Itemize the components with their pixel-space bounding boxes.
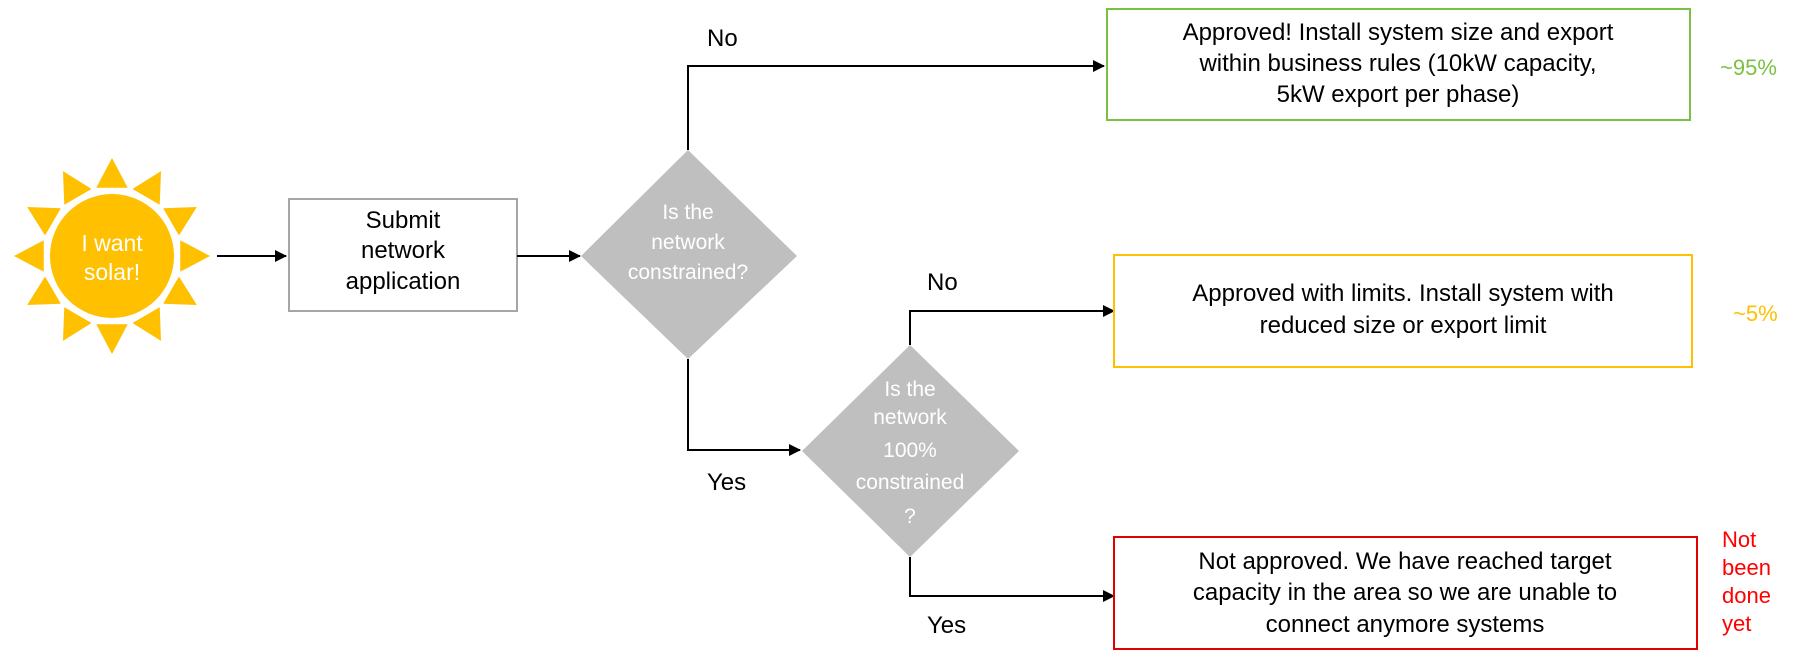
- sun-ray: [163, 207, 197, 236]
- submit-application-box: Submit network application: [288, 198, 518, 312]
- sun-ray: [63, 171, 92, 205]
- outcome-rejected-line-1: Not approved. We have reached target: [1198, 548, 1611, 575]
- decision-1-yes-label: Yes: [707, 469, 746, 496]
- rejected-note-line-3: done: [1722, 583, 1771, 608]
- sun-ray: [132, 307, 161, 341]
- rejected-note-line-1: Not: [1722, 527, 1756, 552]
- outcome-approved-line-3: 5kW export per phase): [1277, 81, 1520, 108]
- outcome-limited-line-1: Approved with limits. Install system wit…: [1192, 280, 1613, 307]
- sun-ray: [180, 240, 210, 272]
- sun-core: [50, 194, 174, 318]
- sun-ray: [14, 240, 44, 272]
- arrow-decision-2-no: [909, 305, 1115, 345]
- approved-percentage-note: ~95%: [1720, 55, 1777, 80]
- sun-ray: [63, 307, 92, 341]
- sun-ray: [163, 276, 197, 305]
- decision-1-diamond: [581, 150, 797, 359]
- limited-percentage-note: ~5%: [1733, 301, 1778, 326]
- sun-icon: I want solar!: [14, 158, 210, 354]
- decision-1-no-label: No: [707, 25, 738, 52]
- submit-box-line-2: network: [361, 237, 446, 264]
- outcome-rejected-line-2: capacity in the area so we are unable to: [1193, 579, 1617, 606]
- submit-application-box-border: [288, 198, 518, 312]
- decision-2-line-3: 100%: [883, 439, 937, 462]
- sun-ray: [96, 324, 128, 354]
- decision-2-diamond: [802, 345, 1019, 557]
- decision-2-no-label: No: [927, 269, 958, 296]
- outcome-limited-border: [1113, 254, 1693, 368]
- outcome-rejected-line-3: connect anymore systems: [1266, 611, 1545, 638]
- sun-text-line-1: I want: [81, 230, 143, 256]
- outcome-approved-line-2: within business rules (10kW capacity,: [1198, 50, 1596, 77]
- outcome-limited-line-2: reduced size or export limit: [1260, 312, 1547, 339]
- sun-ray: [27, 276, 61, 305]
- sun-ray: [132, 171, 161, 205]
- decision-1-line-3: constrained?: [628, 261, 748, 284]
- decision-network-100-constrained: Is the network 100% constrained ?: [802, 345, 1019, 557]
- outcome-rejected-border: [1113, 536, 1698, 650]
- decision-2-line-2: network: [873, 406, 947, 429]
- sun-ray: [27, 207, 61, 236]
- decision-1-line-2: network: [651, 231, 725, 254]
- outcome-approved-line-1: Approved! Install system size and export: [1183, 19, 1614, 46]
- submit-box-line-3: application: [346, 268, 461, 295]
- rejected-status-note: Not been done yet: [1722, 527, 1771, 636]
- arrow-decision-1-yes: [687, 359, 801, 456]
- outcome-approved-box: Approved! Install system size and export…: [1106, 8, 1691, 121]
- decision-2-yes-label: Yes: [927, 612, 966, 639]
- outcome-approved-border: [1106, 8, 1691, 121]
- sun-rays: [14, 158, 210, 354]
- submit-box-line-1: Submit: [366, 207, 441, 234]
- sun-text-line-2: solar!: [84, 259, 140, 285]
- decision-1-line-1: Is the: [662, 201, 713, 224]
- decision-2-line-5: ?: [904, 505, 916, 528]
- sun-ray: [96, 158, 128, 188]
- arrow-decision-2-yes: [909, 557, 1115, 602]
- rejected-note-line-4: yet: [1722, 611, 1751, 636]
- outcome-limited-box: Approved with limits. Install system wit…: [1113, 254, 1693, 368]
- rejected-note-line-2: been: [1722, 555, 1771, 580]
- decision-2-line-1: Is the: [884, 378, 935, 401]
- outcome-rejected-box: Not approved. We have reached target cap…: [1113, 536, 1698, 650]
- decision-2-line-4: constrained: [856, 471, 965, 494]
- decision-network-constrained: Is the network constrained?: [581, 150, 797, 359]
- arrow-decision-1-no: [687, 60, 1105, 150]
